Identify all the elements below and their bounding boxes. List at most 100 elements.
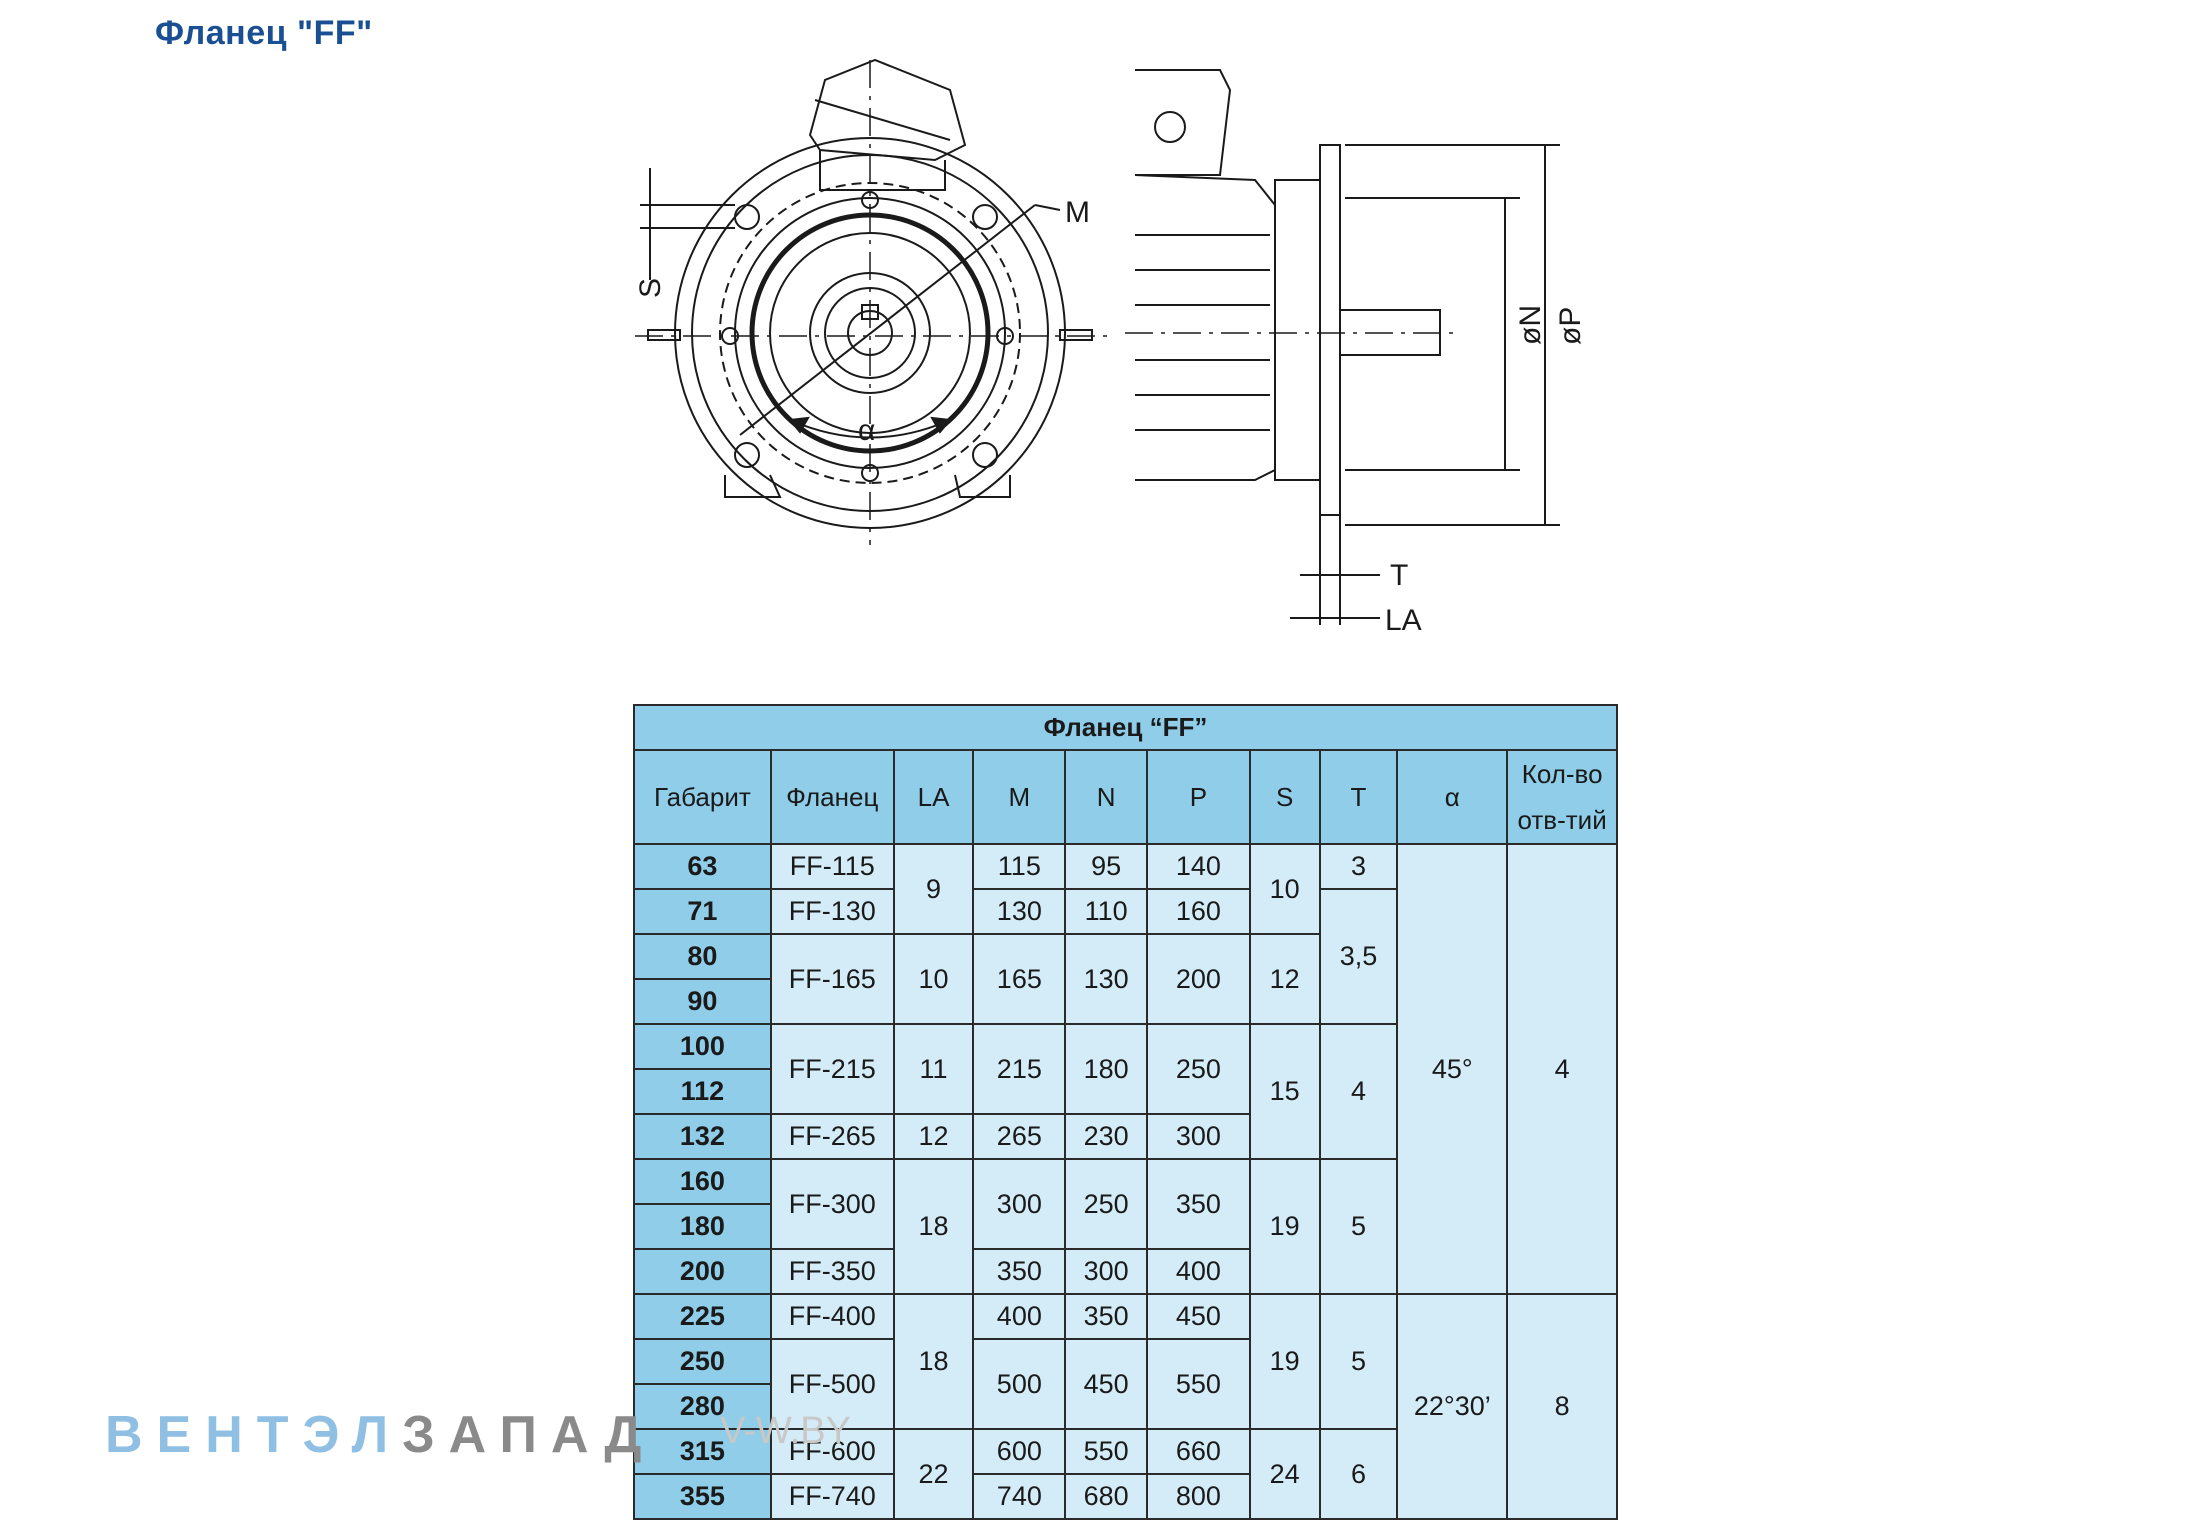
- n-cell: 230: [1064, 1113, 1149, 1160]
- flanec-cell: FF-500: [769, 1338, 895, 1430]
- flanec-cell: FF-130: [769, 888, 895, 935]
- p-cell: 160: [1146, 888, 1251, 935]
- t-cell: 3,5: [1318, 888, 1399, 1025]
- n-cell: 250: [1064, 1158, 1149, 1250]
- la-cell: 11: [892, 1023, 975, 1115]
- holes-cell: 4: [1506, 843, 1618, 1295]
- la-cell: 18: [892, 1158, 975, 1295]
- header-gabarit: Габарит: [633, 749, 772, 845]
- flanec-cell: FF-740: [769, 1473, 895, 1520]
- s-cell: 19: [1248, 1293, 1321, 1430]
- gabarit-cell: 355: [633, 1473, 772, 1520]
- t-cell: 4: [1318, 1023, 1399, 1160]
- watermark-logo: ВЕНТЭЛЗАПАД: [105, 1405, 655, 1465]
- n-cell: 180: [1064, 1023, 1149, 1115]
- header-s: S: [1248, 749, 1321, 845]
- m-cell: 400: [972, 1293, 1067, 1340]
- header-m: M: [972, 749, 1067, 845]
- label-m: M: [1065, 196, 1090, 229]
- la-cell: 18: [892, 1293, 975, 1430]
- m-cell: 130: [972, 888, 1067, 935]
- flange-spec-table: Фланец “FF” Габарит Фланец LA M N P S T …: [633, 704, 1618, 1520]
- header-la: LA: [892, 749, 975, 845]
- p-cell: 140: [1146, 843, 1251, 890]
- m-cell: 115: [972, 843, 1067, 890]
- la-cell: 9: [892, 843, 975, 935]
- header-n: N: [1064, 749, 1149, 845]
- p-cell: 200: [1146, 933, 1251, 1025]
- t-cell: 3: [1318, 843, 1399, 890]
- s-cell: 19: [1248, 1158, 1321, 1295]
- holes-cell: 8: [1506, 1293, 1618, 1520]
- n-cell: 110: [1064, 888, 1149, 935]
- p-cell: 250: [1146, 1023, 1251, 1115]
- s-cell: 24: [1248, 1428, 1321, 1520]
- m-cell: 300: [972, 1158, 1067, 1250]
- flanec-cell: FF-350: [769, 1248, 895, 1295]
- side-view: [1125, 69, 1560, 625]
- gabarit-cell: 280: [633, 1383, 772, 1430]
- p-cell: 450: [1146, 1293, 1251, 1340]
- page-title: Фланец "FF": [155, 14, 373, 52]
- n-cell: 550: [1064, 1428, 1149, 1475]
- gabarit-cell: 63: [633, 843, 772, 890]
- m-cell: 500: [972, 1338, 1067, 1430]
- la-cell: 12: [892, 1113, 975, 1160]
- n-cell: 95: [1064, 843, 1149, 890]
- label-p: øP: [1554, 307, 1587, 345]
- flanec-cell: FF-165: [769, 933, 895, 1025]
- header-flanec: Фланец: [769, 749, 895, 845]
- m-cell: 165: [972, 933, 1067, 1025]
- gabarit-cell: 100: [633, 1023, 772, 1070]
- gabarit-cell: 200: [633, 1248, 772, 1295]
- s-cell: 15: [1248, 1023, 1321, 1160]
- alpha-cell: 22°30’: [1396, 1293, 1509, 1520]
- gabarit-cell: 80: [633, 933, 772, 980]
- table-title: Фланец “FF”: [633, 704, 1618, 751]
- label-t: T: [1390, 559, 1408, 592]
- m-cell: 740: [972, 1473, 1067, 1520]
- n-cell: 130: [1064, 933, 1149, 1025]
- n-cell: 350: [1064, 1293, 1149, 1340]
- gabarit-cell: 71: [633, 888, 772, 935]
- label-alpha: α: [858, 414, 875, 447]
- label-la: LA: [1385, 604, 1422, 637]
- gabarit-cell: 250: [633, 1338, 772, 1385]
- watermark-url: V-W.BY: [720, 1410, 851, 1452]
- gabarit-cell: 112: [633, 1068, 772, 1115]
- header-alpha: α: [1396, 749, 1509, 845]
- alpha-cell: 45°: [1396, 843, 1509, 1295]
- p-cell: 300: [1146, 1113, 1251, 1160]
- p-cell: 800: [1146, 1473, 1251, 1520]
- s-cell: 10: [1248, 843, 1321, 935]
- flange-technical-drawing: M S α øN øP T LA: [634, 58, 1587, 637]
- p-cell: 660: [1146, 1428, 1251, 1475]
- gabarit-cell: 160: [633, 1158, 772, 1205]
- m-cell: 265: [972, 1113, 1067, 1160]
- header-holes: Кол-во отв-тий: [1506, 749, 1618, 845]
- watermark-part2: ЗАПАД: [402, 1406, 656, 1464]
- gabarit-cell: 225: [633, 1293, 772, 1340]
- la-cell: 22: [892, 1428, 975, 1520]
- la-cell: 10: [892, 933, 975, 1025]
- flanec-cell: FF-600: [769, 1428, 895, 1475]
- flanec-cell: FF-115: [769, 843, 895, 890]
- t-cell: 6: [1318, 1428, 1399, 1520]
- n-cell: 680: [1064, 1473, 1149, 1520]
- t-cell: 5: [1318, 1158, 1399, 1295]
- header-holes-line1: Кол-во: [1521, 759, 1603, 789]
- header-holes-line2: отв-тий: [1517, 805, 1607, 835]
- header-p: P: [1146, 749, 1251, 845]
- p-cell: 550: [1146, 1338, 1251, 1430]
- s-cell: 12: [1248, 933, 1321, 1025]
- n-cell: 450: [1064, 1338, 1149, 1430]
- t-cell: 5: [1318, 1293, 1399, 1430]
- gabarit-cell: 180: [633, 1203, 772, 1250]
- p-cell: 400: [1146, 1248, 1251, 1295]
- m-cell: 350: [972, 1248, 1067, 1295]
- flanec-cell: FF-265: [769, 1113, 895, 1160]
- watermark-part1: ВЕНТЭЛ: [105, 1406, 403, 1464]
- front-view: [635, 58, 1110, 545]
- m-cell: 600: [972, 1428, 1067, 1475]
- gabarit-cell: 90: [633, 978, 772, 1025]
